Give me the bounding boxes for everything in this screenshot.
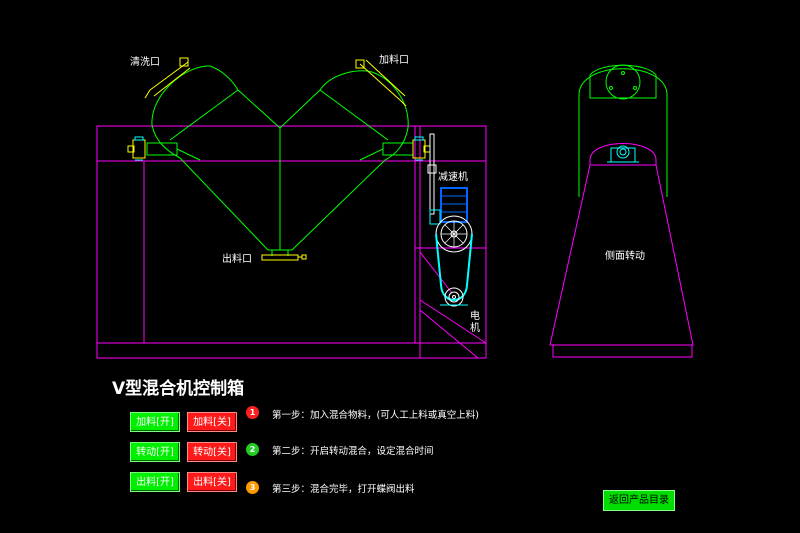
feed-port-label: 加料口 [379, 55, 409, 66]
panel-title: V型混合机控制箱 [112, 379, 245, 399]
feed-port-clamp [355, 59, 407, 107]
discharge-port-label: 出料口 [222, 254, 252, 265]
rotate-on-button[interactable]: 转动[开] [130, 442, 180, 462]
discharge-on-button[interactable]: 出料[开] [130, 472, 180, 492]
step-2-text: 第二步：开启转动混合，设定混合时间 [272, 446, 434, 457]
wash-port-label: 清洗口 [130, 57, 160, 68]
wash-port-clamp [144, 57, 191, 99]
step-1-text: 第一步：加入混合物料，(可人工上料或真空上料) [272, 410, 479, 421]
step-3-text: 第三步：混合完毕，打开蝶阀出料 [272, 484, 415, 495]
back-to-catalog-button[interactable]: 返回产品目录 [603, 490, 675, 511]
motor-label: 电机 [470, 311, 480, 334]
drive-assembly [427, 133, 473, 307]
left-bearing [127, 136, 146, 161]
step-3-badge: 3 [246, 481, 259, 494]
reducer-label: 减速机 [438, 172, 468, 183]
v-vessel [146, 65, 414, 256]
side-view [549, 64, 694, 358]
step-1-badge: 1 [246, 406, 259, 419]
right-bearing [412, 136, 431, 161]
machine-frame [96, 125, 487, 359]
step-2-badge: 2 [246, 443, 259, 456]
pulley-spokes [441, 221, 467, 247]
discharge-off-button[interactable]: 出料[关] [187, 472, 237, 492]
feed-off-button[interactable]: 加料[关] [187, 412, 237, 432]
side-rotation-label: 侧面转动 [605, 251, 645, 262]
rotate-off-button[interactable]: 转动[关] [187, 442, 237, 462]
discharge-valve [261, 254, 307, 261]
feed-on-button[interactable]: 加料[开] [130, 412, 180, 432]
